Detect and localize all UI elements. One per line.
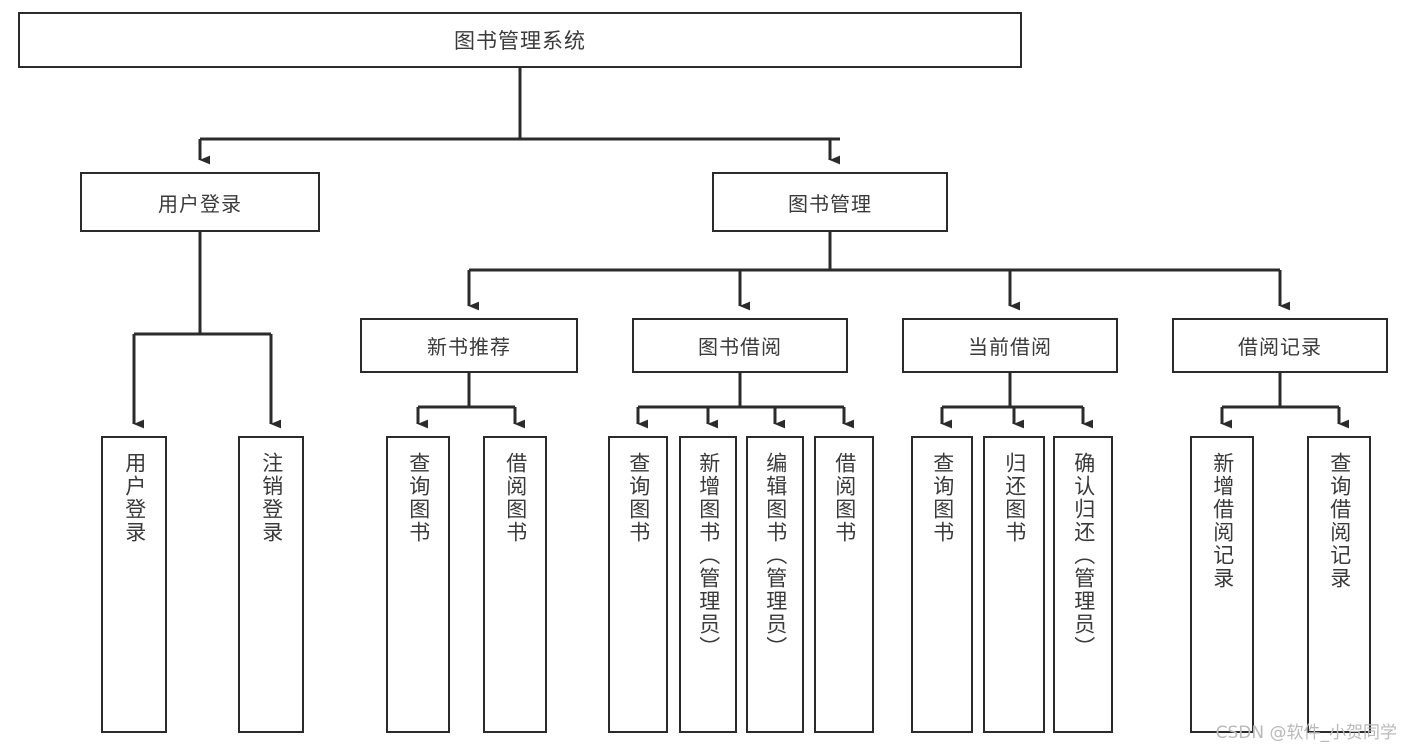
node-label: 借阅记录 bbox=[1238, 335, 1322, 359]
leaf-edit-book-admin[interactable]: 编辑图书（管理员） bbox=[746, 436, 804, 733]
leaf-label: 用户登录 bbox=[122, 452, 147, 544]
leaf-label: 确认归还（管理员） bbox=[1071, 452, 1096, 659]
leaf-query-borrow-record[interactable]: 查询借阅记录 bbox=[1307, 436, 1371, 733]
leaf-query-book-borrow[interactable]: 查询图书 bbox=[608, 436, 668, 733]
leaf-query-book-newbook[interactable]: 查询图书 bbox=[386, 436, 450, 733]
node-borrow-records[interactable]: 借阅记录 bbox=[1172, 318, 1388, 373]
leaf-label: 借阅图书 bbox=[832, 452, 857, 544]
leaf-confirm-return-admin[interactable]: 确认归还（管理员） bbox=[1053, 436, 1113, 733]
leaf-label: 新增借阅记录 bbox=[1210, 452, 1235, 590]
leaf-label: 借阅图书 bbox=[503, 452, 528, 544]
node-new-book-recommend[interactable]: 新书推荐 bbox=[360, 318, 578, 373]
node-user-login[interactable]: 用户登录 bbox=[80, 172, 320, 232]
node-current-borrow[interactable]: 当前借阅 bbox=[902, 318, 1118, 373]
node-label: 新书推荐 bbox=[427, 335, 511, 359]
leaf-label: 查询图书 bbox=[626, 452, 651, 544]
leaf-label: 注销登录 bbox=[259, 452, 284, 544]
leaf-label: 查询图书 bbox=[930, 452, 955, 544]
node-label: 图书管理 bbox=[788, 191, 872, 216]
node-label: 当前借阅 bbox=[968, 335, 1052, 359]
node-root-label: 图书管理系统 bbox=[454, 29, 586, 53]
leaf-label: 查询借阅记录 bbox=[1327, 452, 1352, 590]
leaf-return-book[interactable]: 归还图书 bbox=[983, 436, 1045, 733]
leaf-borrow-book[interactable]: 借阅图书 bbox=[814, 436, 874, 733]
leaf-label: 查询图书 bbox=[406, 452, 431, 544]
node-book-management[interactable]: 图书管理 bbox=[712, 172, 948, 232]
leaf-logout[interactable]: 注销登录 bbox=[238, 436, 304, 733]
node-book-borrow[interactable]: 图书借阅 bbox=[632, 318, 848, 373]
node-label: 用户登录 bbox=[158, 191, 242, 216]
leaf-add-borrow-record[interactable]: 新增借阅记录 bbox=[1190, 436, 1254, 733]
leaf-label: 编辑图书（管理员） bbox=[763, 452, 788, 659]
node-label: 图书借阅 bbox=[698, 335, 782, 359]
leaf-label: 归还图书 bbox=[1002, 452, 1027, 544]
leaf-borrow-book-newbook[interactable]: 借阅图书 bbox=[483, 436, 547, 733]
leaf-add-book-admin[interactable]: 新增图书（管理员） bbox=[679, 436, 737, 733]
leaf-query-book-current[interactable]: 查询图书 bbox=[911, 436, 973, 733]
leaf-label: 新增图书（管理员） bbox=[696, 452, 721, 659]
leaf-user-login[interactable]: 用户登录 bbox=[101, 436, 167, 733]
node-root[interactable]: 图书管理系统 bbox=[18, 12, 1022, 68]
